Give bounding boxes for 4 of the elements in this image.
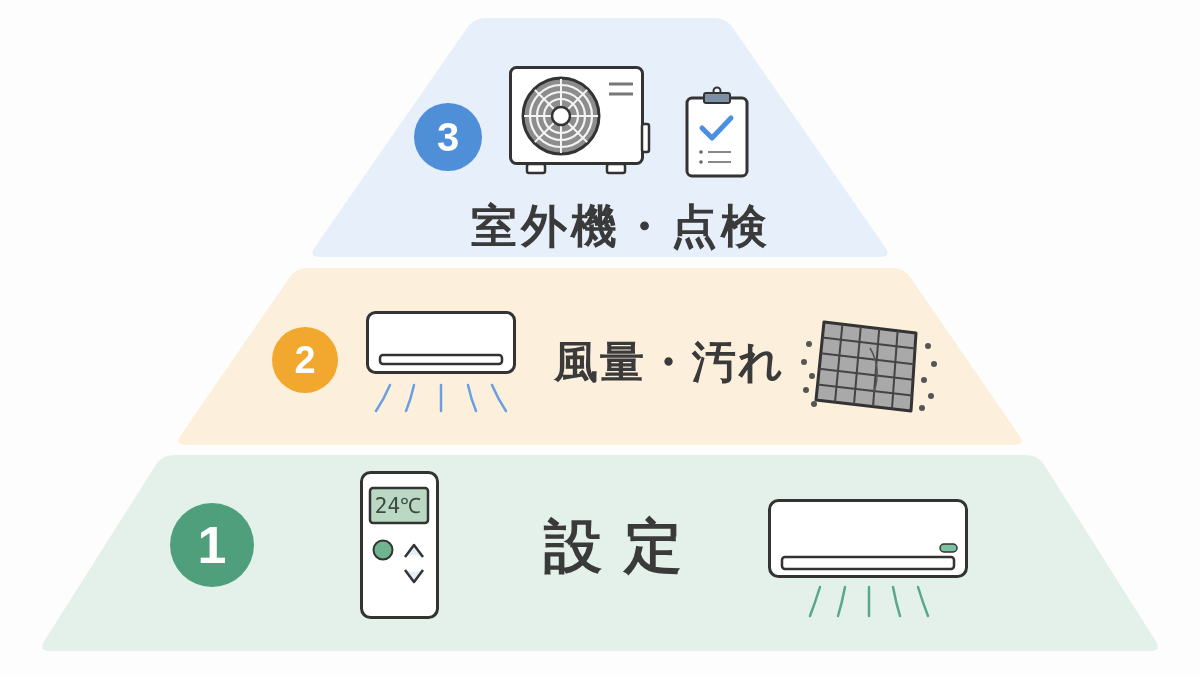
display-reading: 24℃ xyxy=(374,495,422,517)
tier-label: 設定 xyxy=(542,515,704,579)
tier-label: 室外機・点検 xyxy=(470,200,771,252)
tier-label: 風量・汚れ xyxy=(552,337,785,387)
